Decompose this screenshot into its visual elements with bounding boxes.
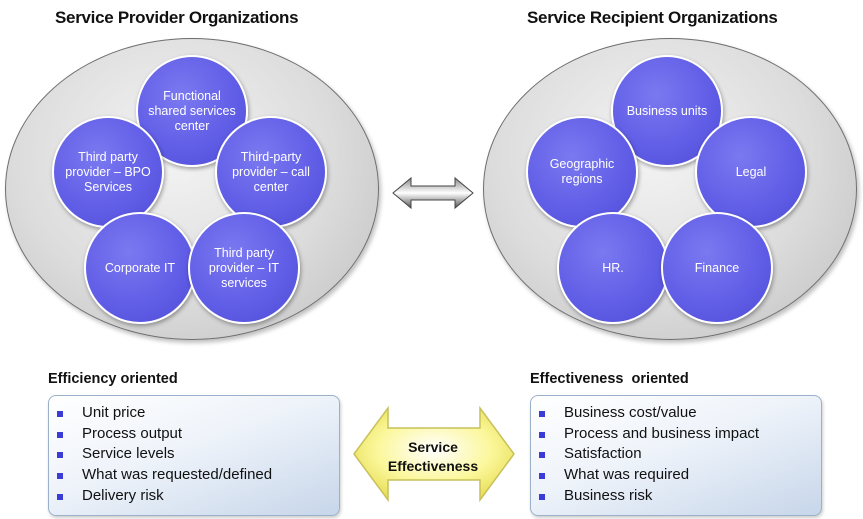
list-item: Unit price — [57, 403, 339, 424]
bullet-icon — [57, 473, 63, 480]
circle-finance: Finance — [661, 212, 773, 324]
circle-geographic-regions: Geographic regions — [526, 116, 638, 228]
bullet-icon — [57, 431, 63, 438]
list-item: Business cost/value — [539, 403, 821, 424]
bullet-icon — [57, 452, 63, 459]
bullet-icon — [539, 431, 545, 438]
list-item: Business risk — [539, 486, 821, 507]
circle-corporate-it: Corporate IT — [84, 212, 196, 324]
bullet-icon — [539, 493, 545, 500]
service-effectiveness-arrow-icon — [353, 406, 515, 502]
service-effectiveness-label: Service Effectiveness — [387, 439, 479, 474]
efficiency-heading: Efficiency oriented — [48, 371, 178, 387]
bullet-icon — [539, 411, 545, 417]
circle-third-party-call-center: Third-party provider – call center — [215, 116, 327, 228]
list-item: Process output — [57, 424, 339, 445]
circle-third-party-it-services: Third party provider – IT services — [188, 212, 300, 324]
circle-hr: HR. — [557, 212, 669, 324]
circle-legal: Legal — [695, 116, 807, 228]
list-item: Process and business impact — [539, 424, 821, 445]
bullet-icon — [539, 473, 545, 480]
list-item: Service levels — [57, 444, 339, 465]
efficiency-list-box: Unit price Process output Service levels… — [48, 395, 340, 516]
circle-third-party-bpo: Third party provider – BPO Services — [52, 116, 164, 228]
effectiveness-heading: Effectiveness oriented — [530, 371, 689, 387]
list-item: Delivery risk — [57, 486, 339, 507]
bullet-icon — [57, 411, 63, 417]
list-item: Satisfaction — [539, 444, 821, 465]
bullet-icon — [539, 452, 545, 459]
left-title: Service Provider Organizations — [55, 8, 299, 27]
effectiveness-list-box: Business cost/value Process and business… — [530, 395, 822, 516]
list-item: What was required — [539, 465, 821, 486]
list-item: What was requested/defined — [57, 465, 339, 486]
double-arrow-icon — [392, 176, 474, 210]
right-title: Service Recipient Organizations — [527, 8, 778, 27]
bullet-icon — [57, 493, 63, 500]
circle-functional-shared-services: Functional shared services center — [136, 55, 248, 167]
